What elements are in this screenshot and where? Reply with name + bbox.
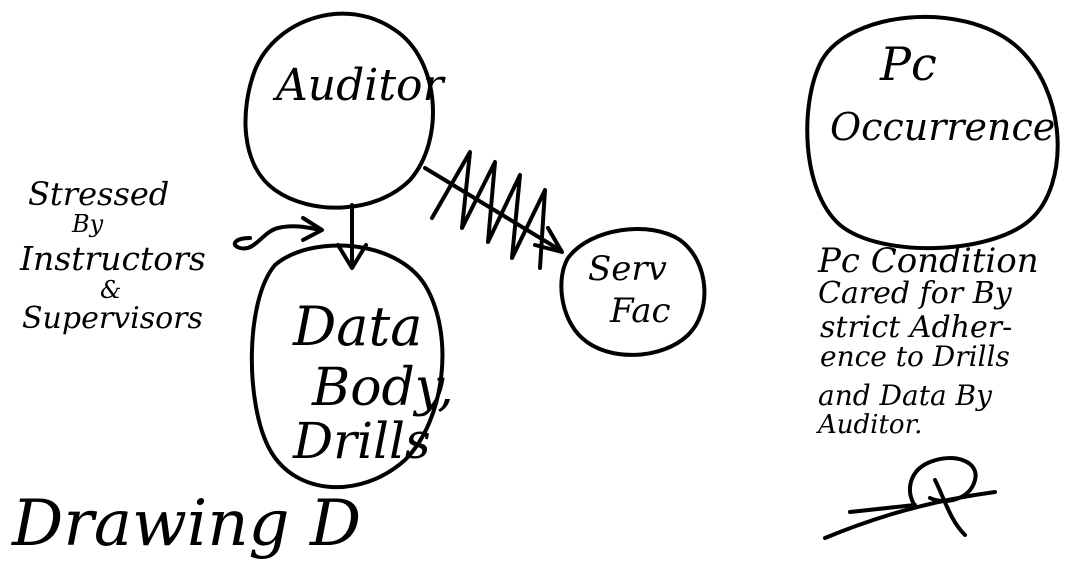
- pc-label: Pc: [879, 37, 937, 91]
- auditor-circle: [243, 11, 435, 210]
- signature: [823, 456, 997, 540]
- occurrence-label: Occurrence: [830, 105, 1055, 149]
- drawing-caption: Drawing D: [11, 487, 361, 561]
- data-label: Data: [292, 295, 422, 358]
- stress-note-line-1: Stressed: [28, 175, 169, 213]
- serv-fac-node: Serv Fac: [559, 227, 707, 357]
- pc-condition-note: Pc Condition Cared for By strict Adher- …: [816, 241, 1039, 440]
- auditor-node: Auditor: [243, 11, 447, 210]
- arrow-stress-to-data: [232, 216, 324, 251]
- stress-note-line-2: By: [71, 210, 104, 238]
- pc-occurrence-circle: [805, 14, 1060, 251]
- stress-note-line-5: Supervisors: [22, 301, 203, 336]
- pc-note-line-6: Auditor.: [816, 410, 922, 440]
- fac-label: Fac: [609, 291, 671, 331]
- drills-label: Drills: [292, 412, 431, 470]
- pc-note-line-4: ence to Drills: [820, 340, 1010, 373]
- pc-note-line-2: Cared for By: [818, 276, 1013, 311]
- stress-note-line-3: Instructors: [19, 239, 206, 278]
- serv-label: Serv: [588, 249, 667, 289]
- pc-note-line-3: strict Adher-: [820, 310, 1012, 345]
- arrow-auditor-to-data: [336, 203, 368, 270]
- stress-note-line-4: &: [100, 276, 121, 304]
- serv-fac-circle: [559, 227, 707, 357]
- pc-note-line-5: and Data By: [818, 379, 993, 412]
- pc-occurrence-node: Pc Occurrence: [805, 14, 1060, 251]
- data-body-drills-node: Data Body, Drills: [249, 243, 454, 490]
- stress-note: Stressed By Instructors & Supervisors: [19, 175, 206, 336]
- body-label: Body,: [311, 358, 454, 418]
- auditor-label: Auditor: [272, 60, 447, 111]
- pc-note-line-1: Pc Condition: [817, 241, 1039, 281]
- zigzag-arrow-auditor-to-serv-fac: [423, 150, 564, 270]
- data-body-drills-circle: [249, 243, 445, 490]
